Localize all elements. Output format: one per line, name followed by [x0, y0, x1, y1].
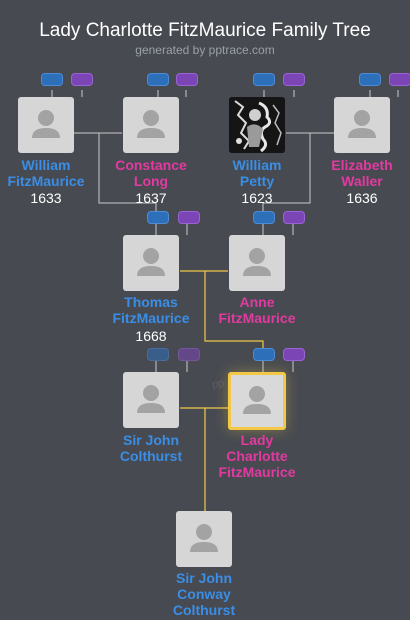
expand-father-button[interactable] [359, 73, 381, 86]
expand-father-button[interactable] [253, 211, 275, 224]
person-silhouette-icon [32, 110, 60, 138]
person-year-william-fitzmaurice: 1633 [30, 190, 62, 206]
expand-mother-button[interactable] [389, 73, 410, 86]
person-silhouette-icon [137, 110, 165, 138]
expand-mother-button[interactable] [283, 211, 305, 224]
person-year-thomas-fitzmaurice: 1668 [135, 328, 167, 344]
person-silhouette-icon [243, 248, 271, 276]
person-card-sir-john-conway-colthurst[interactable] [176, 511, 232, 567]
person-card-constance-long[interactable] [123, 97, 179, 153]
person-name-lady-charlotte[interactable]: Lady Charlotte FitzMaurice [218, 432, 296, 480]
expand-father-button[interactable] [41, 73, 63, 86]
person-year-constance-long: 1637 [135, 190, 167, 206]
expand-father-button[interactable] [147, 211, 169, 224]
person-card-lady-charlotte-selected[interactable] [228, 372, 286, 430]
watermark: pp [211, 377, 226, 391]
person-name-anne-fitzmaurice[interactable]: Anne FitzMaurice [218, 294, 296, 326]
person-card-anne-fitzmaurice[interactable] [229, 235, 285, 291]
page-subtitle: generated by pptrace.com [135, 43, 275, 57]
expand-mother-button[interactable] [71, 73, 93, 86]
person-name-elizabeth-waller[interactable]: Elizabeth Waller [331, 157, 393, 189]
expand-mother-button[interactable] [178, 211, 200, 224]
person-card-william-fitzmaurice[interactable] [18, 97, 74, 153]
person-name-william-petty[interactable]: William Petty [232, 157, 282, 189]
expand-mother-button[interactable] [176, 73, 198, 86]
person-silhouette-icon [137, 248, 165, 276]
expand-father-button[interactable] [253, 73, 275, 86]
expand-father-button[interactable] [147, 73, 169, 86]
expand-father-button[interactable] [147, 348, 169, 361]
person-name-william-fitzmaurice[interactable]: William FitzMaurice [7, 157, 85, 189]
person-year-elizabeth-waller: 1636 [346, 190, 378, 206]
expand-mother-button[interactable] [283, 73, 305, 86]
person-card-thomas-fitzmaurice[interactable] [123, 235, 179, 291]
portrait-photo [229, 97, 285, 153]
expand-mother-button[interactable] [178, 348, 200, 361]
person-name-constance-long[interactable]: Constance Long [115, 157, 187, 189]
person-card-william-petty[interactable] [229, 97, 285, 153]
person-silhouette-icon [190, 524, 218, 552]
person-silhouette-icon [243, 386, 271, 414]
person-card-elizabeth-waller[interactable] [334, 97, 390, 153]
expand-father-button[interactable] [253, 348, 275, 361]
person-silhouette-icon [137, 385, 165, 413]
page-title: Lady Charlotte FitzMaurice Family Tree [39, 20, 371, 41]
person-name-thomas-fitzmaurice[interactable]: Thomas FitzMaurice [112, 294, 190, 326]
person-silhouette-icon [348, 110, 376, 138]
person-card-sir-john-colthurst[interactable] [123, 372, 179, 428]
person-year-william-petty: 1623 [241, 190, 273, 206]
expand-mother-button[interactable] [283, 348, 305, 361]
person-name-sir-john-conway-colthurst[interactable]: Sir John Conway Colthurst [172, 570, 236, 618]
person-name-sir-john-colthurst[interactable]: Sir John Colthurst [119, 432, 183, 464]
